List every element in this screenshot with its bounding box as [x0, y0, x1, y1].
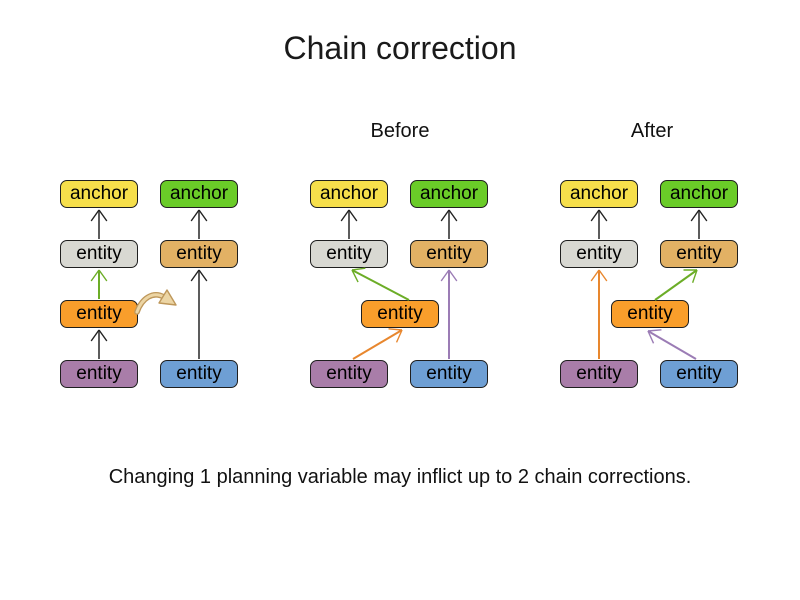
after-label: After	[630, 120, 674, 142]
arrow-head	[690, 209, 700, 222]
arrow-shaft	[351, 269, 410, 301]
arrow-head	[198, 269, 208, 282]
arrow-head	[198, 209, 208, 222]
entity-box: entity	[410, 240, 488, 268]
caption: Changing 1 planning variable may inflict…	[108, 466, 692, 488]
entity-box: entity	[611, 300, 689, 328]
arrow-head	[440, 209, 450, 222]
before-label: Before	[370, 120, 430, 142]
arrow-head	[98, 209, 108, 222]
entity-box: entity	[560, 240, 638, 268]
entity-box: entity	[160, 240, 238, 268]
arrow-head	[348, 209, 358, 222]
arrow-head	[691, 269, 698, 283]
arrow-head	[448, 209, 458, 222]
arrow-head	[590, 209, 600, 222]
arrow-head	[190, 269, 200, 282]
entity-box: entity	[160, 360, 238, 388]
entity-box: entity	[361, 300, 439, 328]
arrow-head	[351, 269, 359, 283]
arrow-head	[448, 269, 458, 282]
arrow-head	[647, 329, 662, 332]
arrow-head	[698, 209, 708, 222]
entity-box: entity	[310, 360, 388, 388]
entity-box: entity	[60, 360, 138, 388]
arrow-head	[98, 329, 108, 342]
arrow-head	[190, 209, 200, 222]
arrow-head	[351, 267, 366, 271]
diagram-title: Chain correction	[283, 30, 517, 66]
arrow-head	[590, 269, 600, 282]
arrow-shaft	[647, 330, 697, 360]
move-arrow-body	[135, 293, 166, 314]
entity-box: entity	[60, 300, 138, 328]
entity-box: entity	[60, 240, 138, 268]
arrow-head	[598, 269, 608, 282]
arrow-head	[395, 329, 403, 343]
entity-box: entity	[410, 360, 488, 388]
anchor-box: anchor	[560, 180, 638, 208]
entity-box: entity	[310, 240, 388, 268]
arrow-head	[90, 209, 100, 222]
entity-box: entity	[560, 360, 638, 388]
entity-box: entity	[660, 360, 738, 388]
arrow-head	[340, 209, 350, 222]
arrow-head	[98, 269, 108, 282]
anchor-box: anchor	[660, 180, 738, 208]
move-arrow-outline	[134, 292, 167, 315]
arrow-head	[598, 209, 608, 222]
anchor-box: anchor	[310, 180, 388, 208]
arrow-head	[647, 330, 655, 344]
arrow-head	[388, 328, 403, 331]
anchor-box: anchor	[60, 180, 138, 208]
move-arrow-head	[158, 289, 177, 306]
arrow-head	[90, 329, 100, 342]
arrow-head	[90, 269, 100, 282]
arrow-shaft	[654, 269, 698, 301]
entity-box: entity	[660, 240, 738, 268]
arrow-head	[440, 269, 450, 282]
arrow-shaft	[352, 329, 403, 360]
anchor-box: anchor	[160, 180, 238, 208]
anchor-box: anchor	[410, 180, 488, 208]
